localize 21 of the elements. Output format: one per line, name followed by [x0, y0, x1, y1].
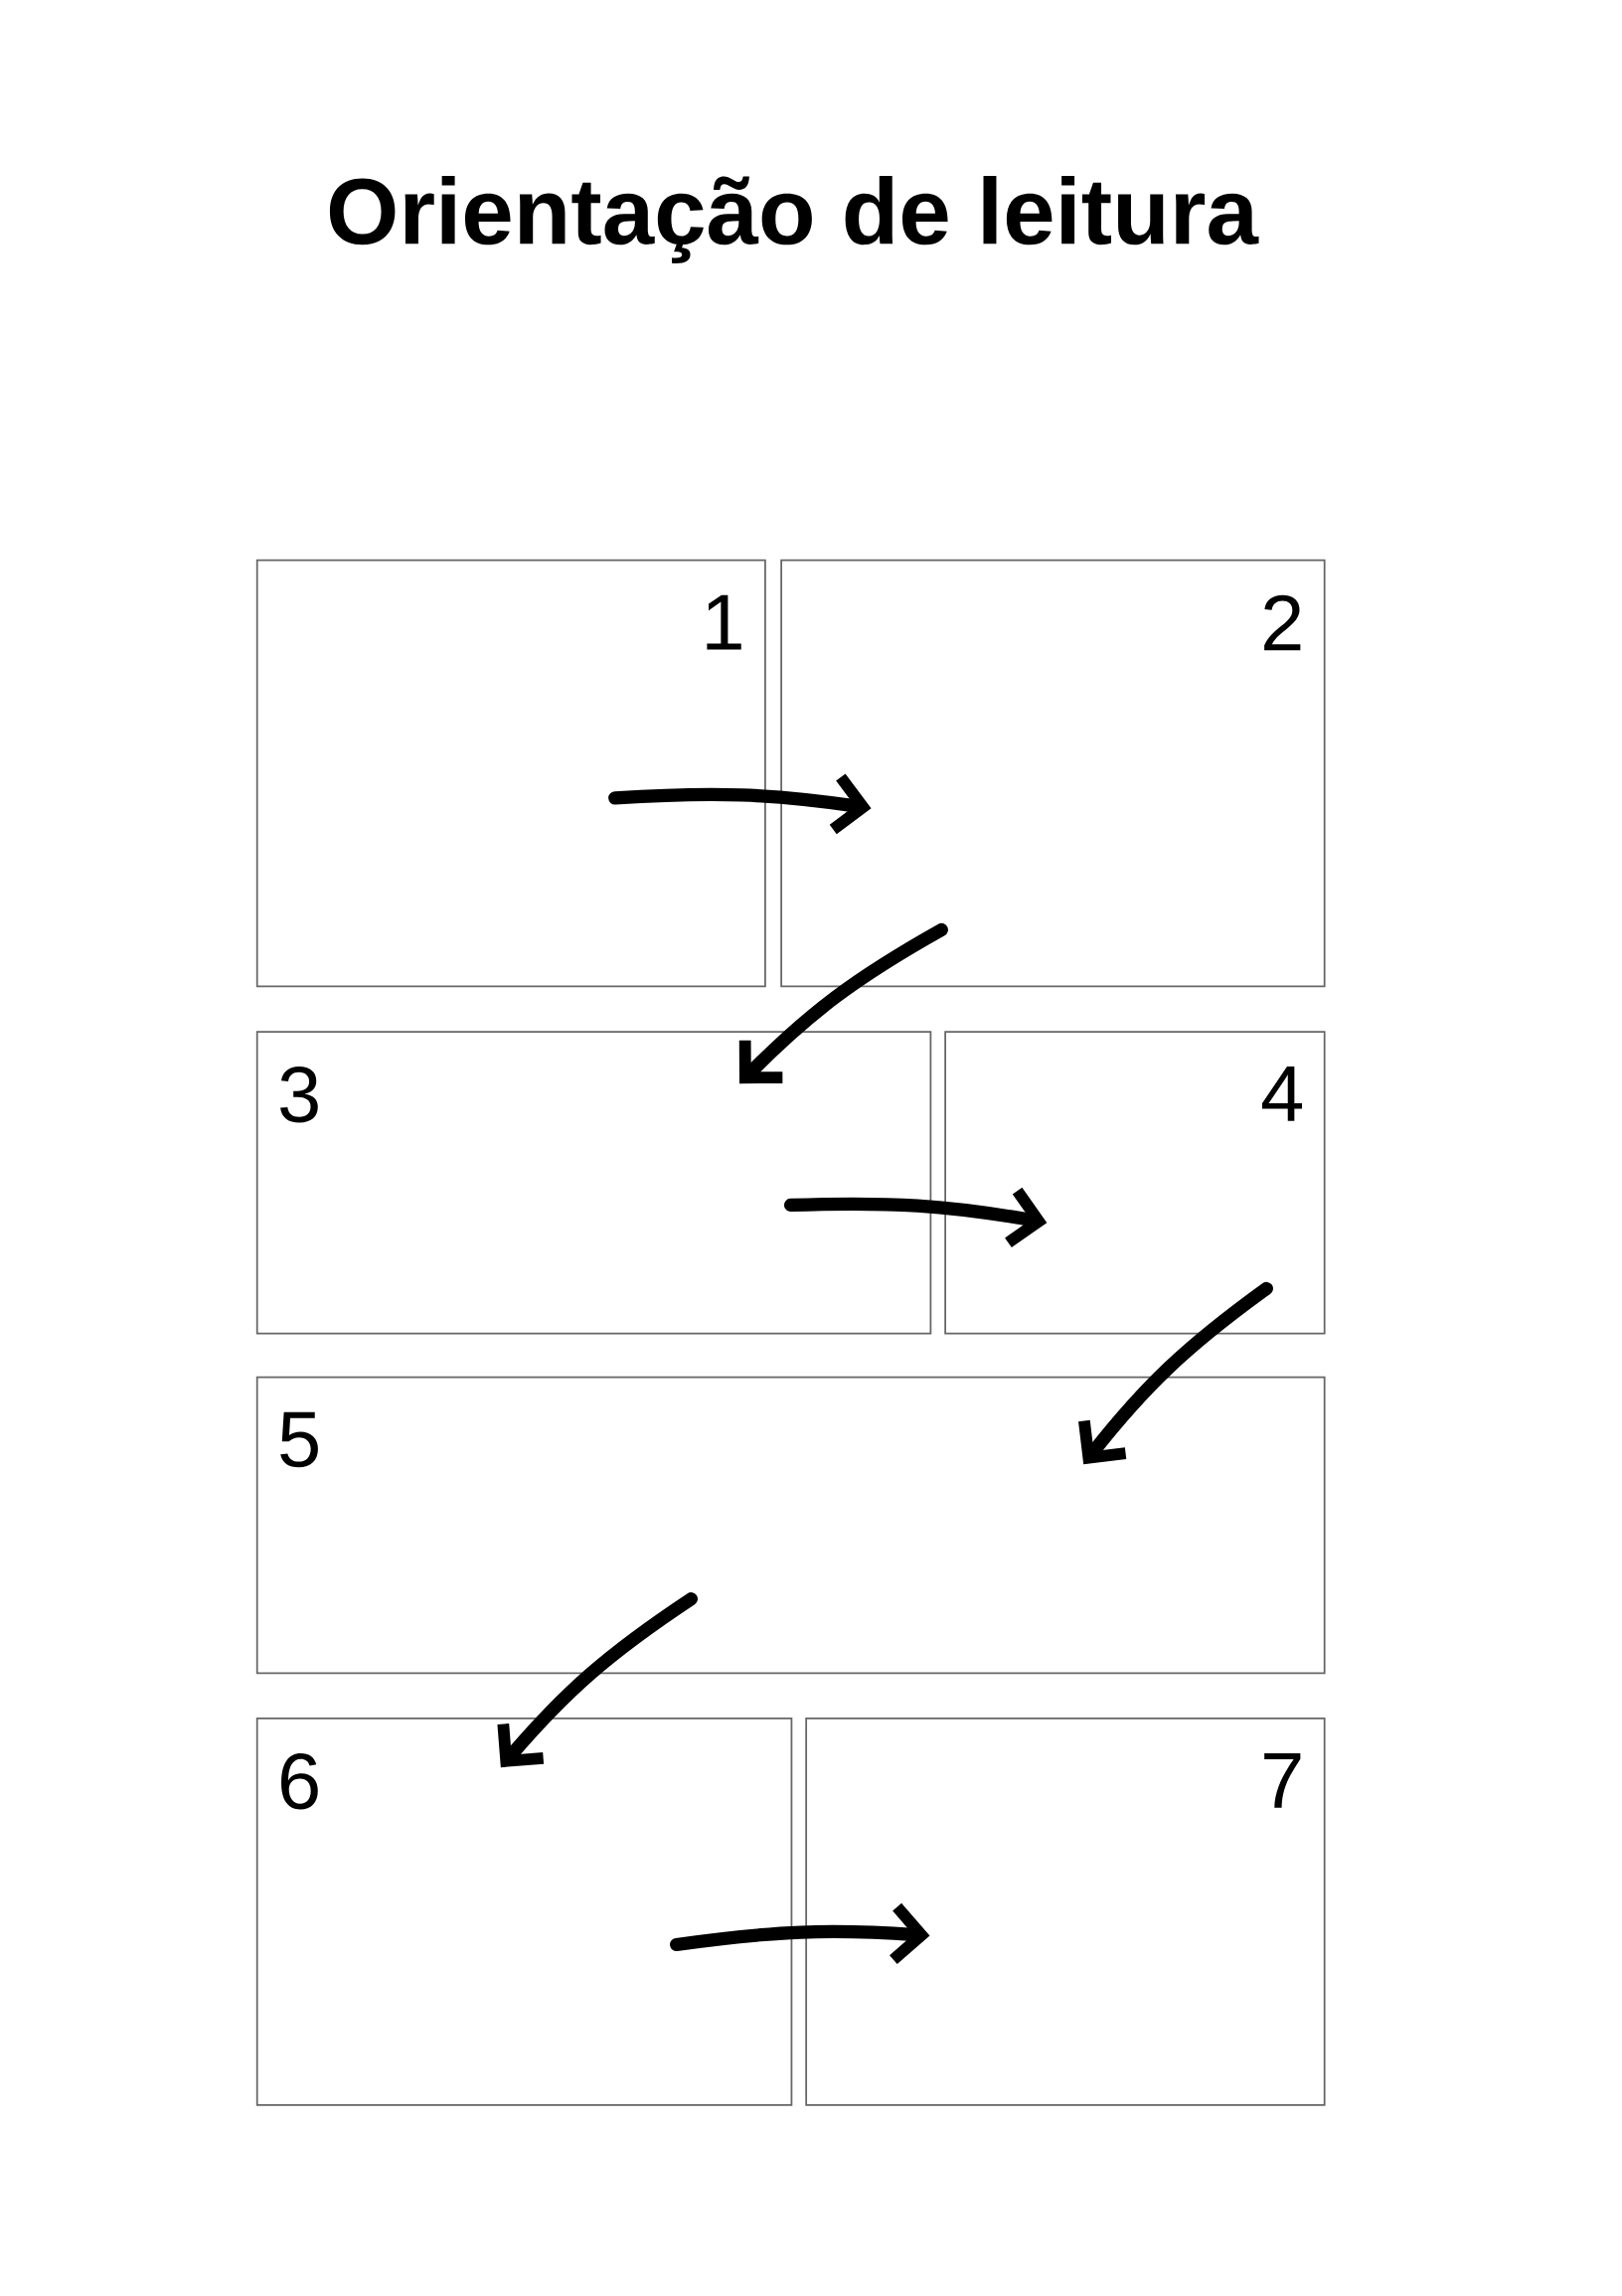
panel-number: 6: [280, 1753, 318, 1810]
comic-panel: [255, 1031, 932, 1335]
panel-number: 1: [707, 594, 741, 650]
arrow: [607, 773, 872, 835]
comic-panel: [944, 1031, 1326, 1335]
comic-panel: [255, 559, 766, 988]
arrow: [497, 1592, 698, 1768]
panel-number: 7: [1264, 1753, 1301, 1808]
title: Orientação de leitura: [329, 176, 1259, 263]
arrow: [669, 1902, 930, 1965]
comic-panel: [805, 1718, 1326, 2106]
comic-panel: [255, 1376, 1326, 1675]
arrow: [783, 1187, 1048, 1248]
panel-number: 4: [1261, 1066, 1302, 1121]
panel-number: 5: [280, 1411, 318, 1468]
arrow: [738, 922, 948, 1084]
comic-panel: [255, 1718, 793, 2106]
panel-number: 3: [279, 1066, 318, 1123]
comic-panel: [780, 559, 1326, 988]
arrow: [1077, 1281, 1273, 1465]
panel-number: 2: [1263, 594, 1301, 651]
